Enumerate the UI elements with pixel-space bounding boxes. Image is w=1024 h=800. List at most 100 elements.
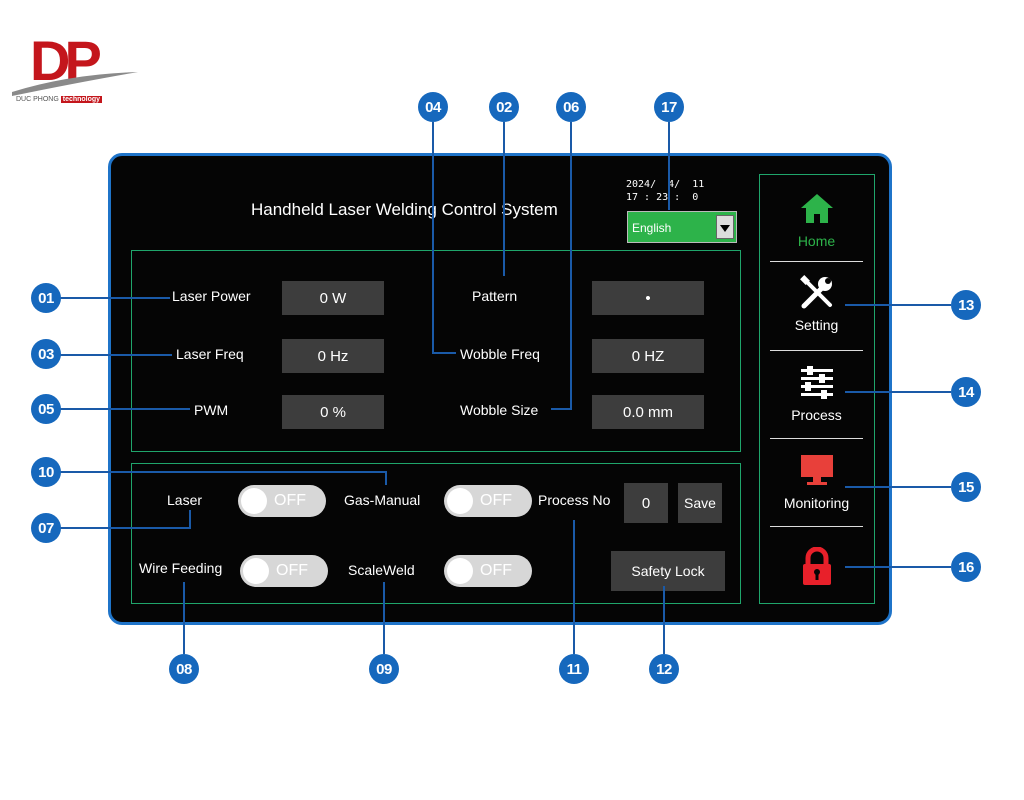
- nav-divider: [770, 526, 863, 527]
- laser-freq-label: Laser Freq: [176, 346, 244, 362]
- sidebar-item-setting[interactable]: Setting: [760, 275, 873, 333]
- callout-line-06-h: [551, 408, 572, 410]
- parameters-panel: Laser Power 0 W Laser Freq 0 Hz PWM 0 % …: [131, 250, 741, 452]
- scaleweld-toggle[interactable]: OFF: [444, 555, 532, 587]
- gas-manual-toggle[interactable]: OFF: [444, 485, 532, 517]
- sidebar-item-lock[interactable]: [760, 547, 873, 587]
- sidebar-label-monitoring: Monitoring: [783, 495, 850, 511]
- callout-badge-06: 06: [556, 92, 586, 122]
- logo-subtitle: DUC PHONG technology: [16, 96, 103, 103]
- pwm-field[interactable]: 0 %: [282, 395, 384, 429]
- callout-line-10-h: [60, 471, 386, 473]
- sidebar-label-process: Process: [791, 407, 842, 423]
- callout-line-10-v: [385, 471, 387, 485]
- callout-badge-05: 05: [31, 394, 61, 424]
- chevron-down-icon[interactable]: [716, 215, 734, 239]
- pattern-label: Pattern: [472, 288, 518, 304]
- callout-badge-07: 07: [31, 513, 61, 543]
- save-button[interactable]: Save: [678, 483, 722, 523]
- nav-divider: [770, 350, 863, 351]
- callout-line-08: [183, 582, 185, 654]
- logo-company: DUC PHONG: [16, 96, 59, 103]
- wire-feeding-label: Wire Feeding: [139, 560, 223, 576]
- laser-toggle-state: OFF: [274, 492, 306, 509]
- toggle-knob: [447, 558, 473, 584]
- gas-manual-toggle-state: OFF: [480, 492, 512, 509]
- callout-line-07-h: [60, 527, 190, 529]
- language-value: English: [632, 221, 672, 235]
- sliders-icon: [800, 366, 833, 399]
- monitor-icon: [800, 455, 833, 485]
- laser-power-label: Laser Power: [172, 288, 251, 304]
- home-icon: [800, 194, 833, 223]
- wire-feeding-toggle-state: OFF: [276, 562, 308, 579]
- laser-freq-field[interactable]: 0 Hz: [282, 339, 384, 373]
- callout-line-03: [60, 354, 172, 356]
- callout-line-06-v: [570, 122, 572, 410]
- scaleweld-toggle-state: OFF: [480, 562, 512, 579]
- laser-power-field[interactable]: 0 W: [282, 281, 384, 315]
- safety-lock-button[interactable]: Safety Lock: [611, 551, 725, 591]
- laser-toggle[interactable]: OFF: [238, 485, 326, 517]
- callout-badge-15: 15: [951, 472, 981, 502]
- sidebar-label-setting: Setting: [794, 317, 839, 333]
- sidebar-item-home[interactable]: Home: [760, 191, 873, 249]
- callout-line-14: [845, 391, 951, 393]
- process-no-field[interactable]: 0: [624, 483, 668, 523]
- logo-tagline: technology: [60, 96, 103, 103]
- callout-line-15: [845, 486, 951, 488]
- toggle-knob: [447, 488, 473, 514]
- language-select[interactable]: English: [627, 211, 737, 243]
- callout-line-02: [503, 122, 505, 276]
- callout-badge-12: 12: [649, 654, 679, 684]
- wobble-size-field[interactable]: 0.0 mm: [592, 395, 704, 429]
- wobble-freq-label: Wobble Freq: [460, 346, 540, 362]
- process-no-label: Process No: [538, 492, 611, 508]
- callout-badge-17: 17: [654, 92, 684, 122]
- callout-line-04-v: [432, 122, 434, 354]
- page-title: Handheld Laser Welding Control System: [251, 200, 558, 219]
- scaleweld-label: ScaleWeld: [348, 562, 415, 578]
- toggle-knob: [243, 558, 269, 584]
- datetime-display: 2024/ 4/ 11 17 : 23 : 0: [626, 178, 704, 204]
- wobble-freq-field[interactable]: 0 HZ: [592, 339, 704, 373]
- time-text: 17 : 23 : 0: [626, 192, 699, 203]
- pwm-label: PWM: [194, 402, 229, 418]
- nav-divider: [770, 438, 863, 439]
- callout-line-07-v: [189, 510, 191, 529]
- callout-badge-16: 16: [951, 552, 981, 582]
- pattern-field[interactable]: •: [592, 281, 704, 315]
- callout-line-01: [60, 297, 170, 299]
- control-screen: Handheld Laser Welding Control System 20…: [108, 153, 892, 625]
- wobble-size-label: Wobble Size: [460, 402, 539, 418]
- sidebar-label-home: Home: [797, 233, 836, 249]
- callout-badge-02: 02: [489, 92, 519, 122]
- callout-line-05: [60, 408, 190, 410]
- callout-line-12: [663, 586, 665, 654]
- callout-line-04-h: [432, 352, 456, 354]
- callout-line-17: [668, 122, 670, 210]
- date-text: 2024/ 4/ 11: [626, 179, 705, 190]
- callout-badge-14: 14: [951, 377, 981, 407]
- nav-divider: [770, 261, 863, 262]
- callout-badge-13: 13: [951, 290, 981, 320]
- callout-badge-01: 01: [31, 283, 61, 313]
- toggle-knob: [241, 488, 267, 514]
- callout-line-16: [845, 566, 951, 568]
- callout-badge-09: 09: [369, 654, 399, 684]
- wire-feeding-toggle[interactable]: OFF: [240, 555, 328, 587]
- callout-badge-04: 04: [418, 92, 448, 122]
- company-logo: DP DUC PHONG technology: [10, 28, 140, 108]
- controls-panel: Laser OFF Gas-Manual OFF Process No 0 Sa…: [131, 463, 741, 604]
- laser-label: Laser: [167, 492, 203, 508]
- sidebar-item-process[interactable]: Process: [760, 365, 873, 423]
- callout-line-09: [383, 582, 385, 654]
- tools-icon: [799, 275, 832, 309]
- sidebar-nav: Home Setting: [759, 174, 875, 604]
- callout-line-11: [573, 520, 575, 654]
- gas-manual-label: Gas-Manual: [344, 492, 421, 508]
- lock-icon: [802, 547, 831, 585]
- callout-badge-08: 08: [169, 654, 199, 684]
- callout-badge-03: 03: [31, 339, 61, 369]
- sidebar-item-monitoring[interactable]: Monitoring: [760, 453, 873, 511]
